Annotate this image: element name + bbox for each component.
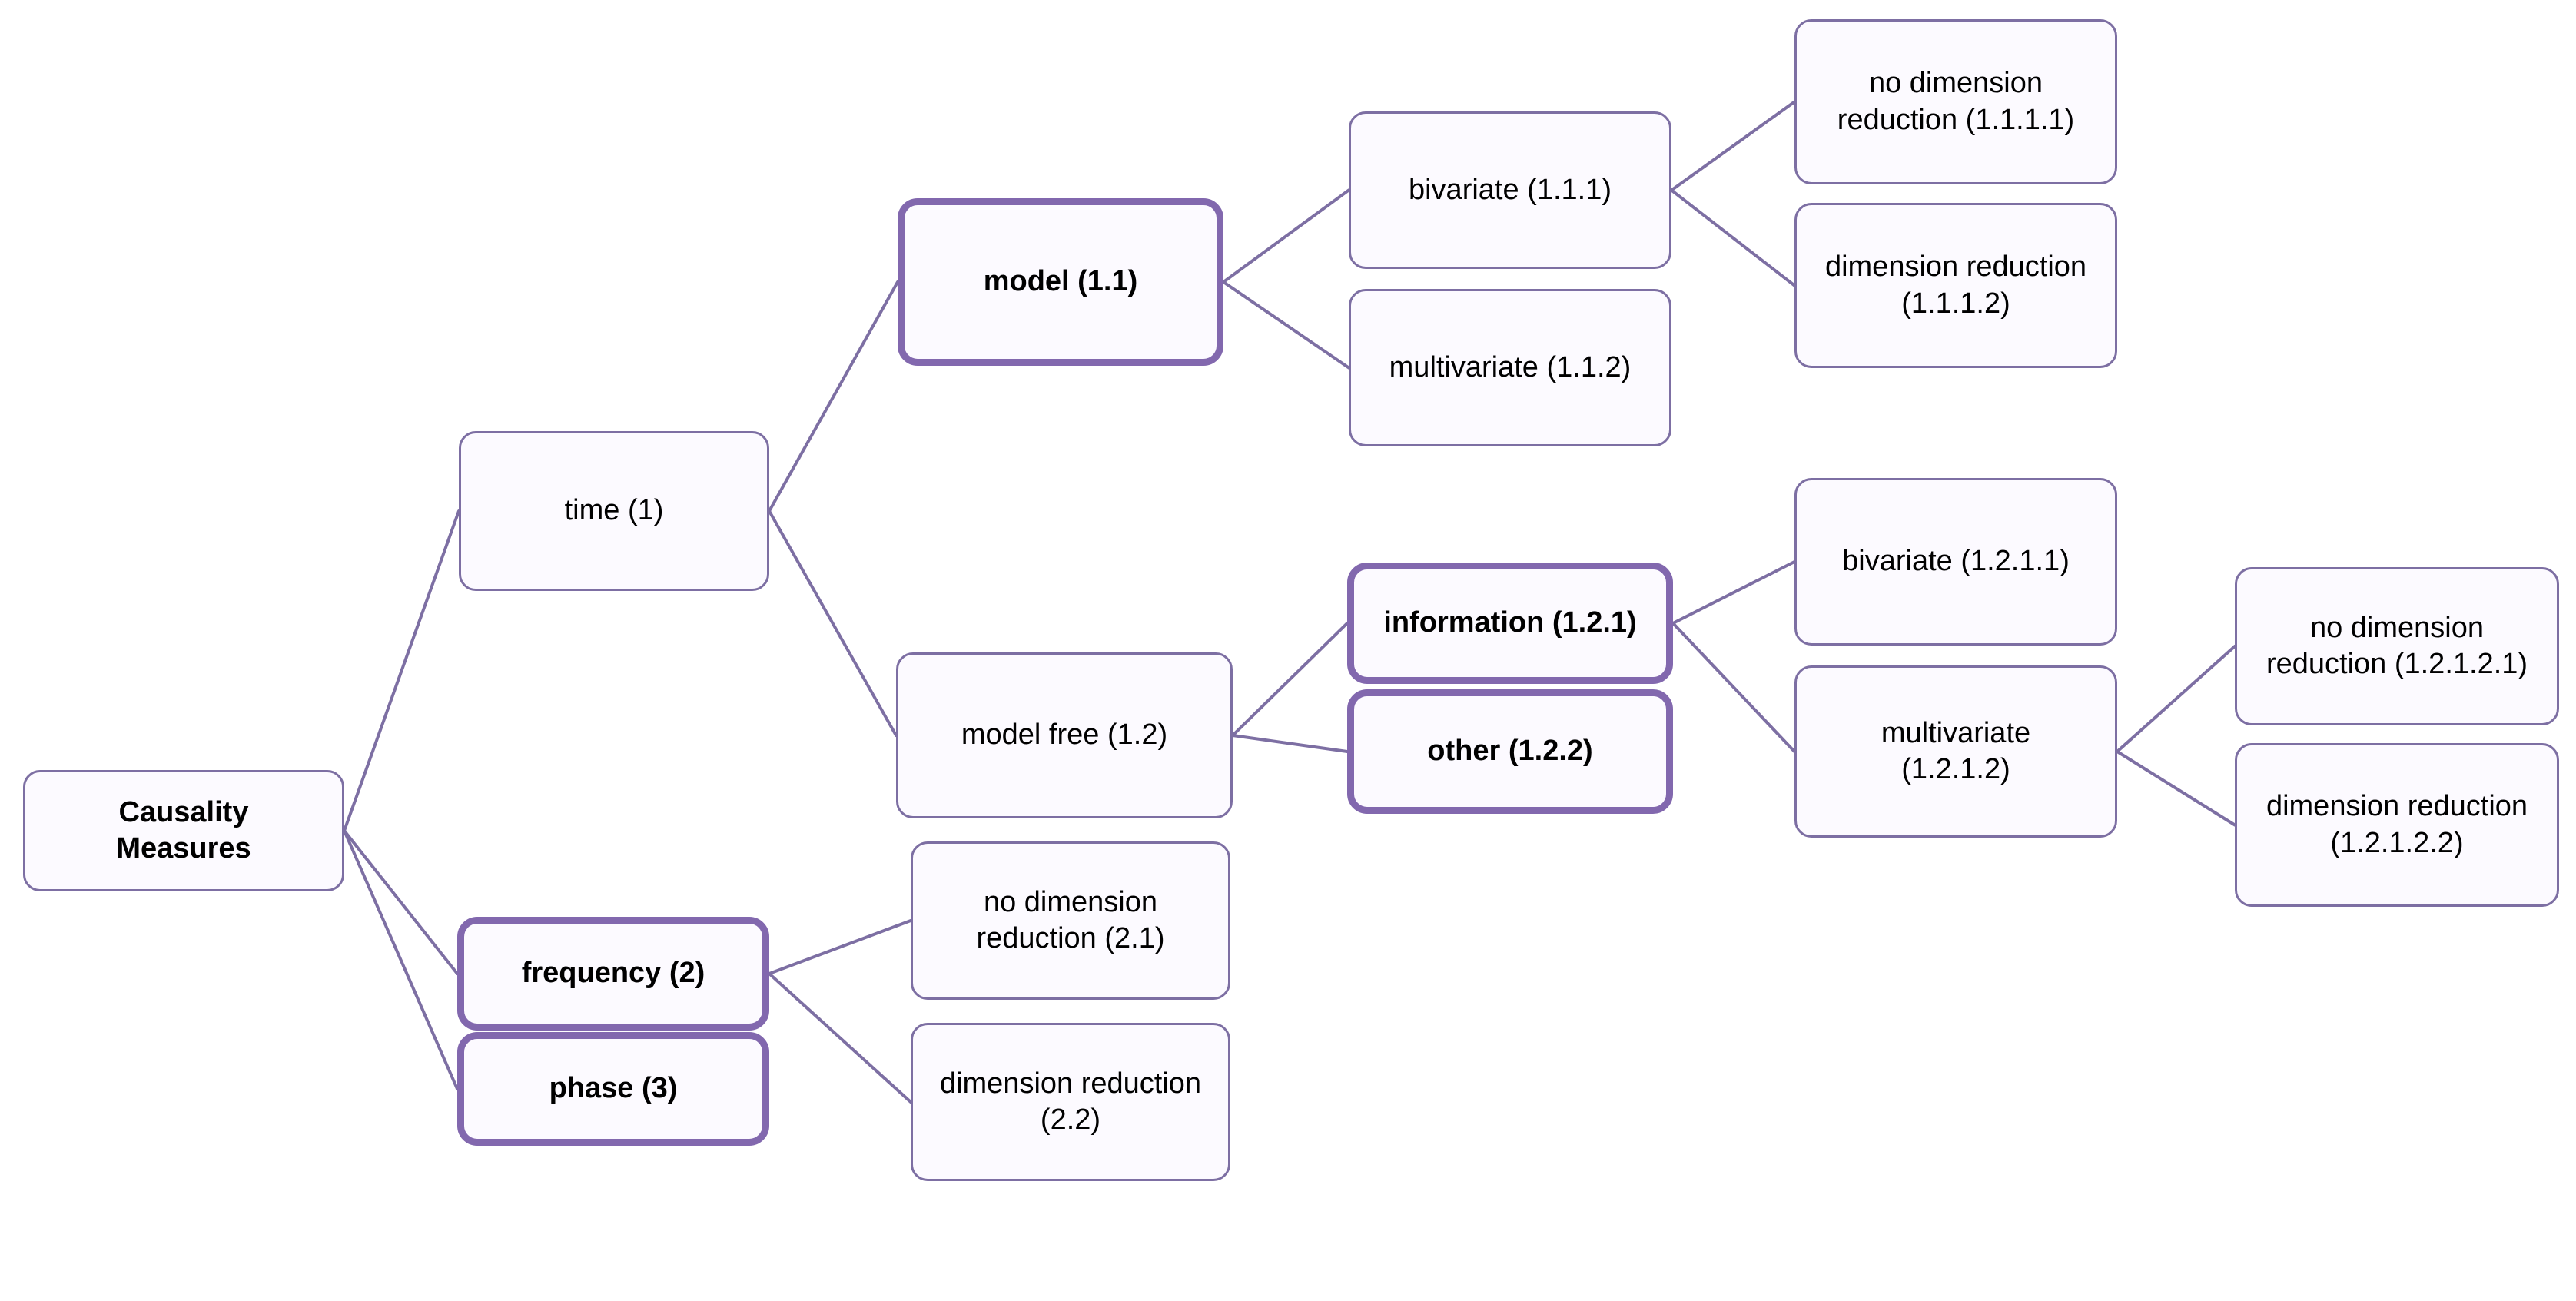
node-multivariate-1-2-1-2[interactable]: multivariate (1.2.1.2) <box>1794 665 2117 838</box>
edge-information-1-2-1-to-bivariate-1-2-1-1 <box>1671 560 1796 625</box>
edge-multivariate-1-2-1-2-to-dim-1-2-1-2-2 <box>2116 750 2236 827</box>
edge-model-to-multivariate-1-1-2 <box>1222 280 1350 370</box>
edge-frequency-to-dim-2-2 <box>768 972 912 1104</box>
edge-bivariate-1-1-1-to-nodim-1-1-1-1 <box>1670 100 1796 192</box>
edge-information-1-2-1-to-multivariate-1-2-1-2 <box>1671 622 1796 753</box>
node-other-1-2-2[interactable]: other (1.2.2) <box>1347 689 1673 814</box>
node-dim-1-1-1-2[interactable]: dimension reduction (1.1.1.2) <box>1794 203 2117 368</box>
node-information-1-2-1[interactable]: information (1.2.1) <box>1347 563 1673 684</box>
node-nodim-2-1[interactable]: no dimension reduction (2.1) <box>911 841 1230 1000</box>
node-model[interactable]: model (1.1) <box>898 198 1223 366</box>
edge-multivariate-1-2-1-2-to-nodim-1-2-1-2-1 <box>2116 645 2236 753</box>
edge-model-free-to-other-1-2-2 <box>1231 734 1349 753</box>
edge-root-to-phase <box>343 829 459 1090</box>
node-frequency[interactable]: frequency (2) <box>457 917 769 1031</box>
edge-root-to-frequency <box>343 829 459 975</box>
node-nodim-1-1-1-1[interactable]: no dimension reduction (1.1.1.1) <box>1794 19 2117 184</box>
edge-model-to-bivariate-1-1-1 <box>1222 188 1350 284</box>
edge-bivariate-1-1-1-to-dim-1-1-1-2 <box>1670 188 1796 287</box>
node-phase[interactable]: phase (3) <box>457 1032 769 1146</box>
node-bivariate-1-2-1-1[interactable]: bivariate (1.2.1.1) <box>1794 478 2117 646</box>
edge-frequency-to-nodim-2-1 <box>768 919 912 975</box>
edge-time-to-model-free <box>768 509 898 737</box>
node-dim-1-2-1-2-2[interactable]: dimension reduction (1.2.1.2.2) <box>2235 743 2559 907</box>
node-bivariate-1-1-1[interactable]: bivariate (1.1.1) <box>1349 111 1671 269</box>
edge-model-free-to-information-1-2-1 <box>1231 622 1349 737</box>
edge-root-to-time <box>343 509 460 832</box>
node-nodim-1-2-1-2-1[interactable]: no dimension reduction (1.2.1.2.1) <box>2235 567 2559 725</box>
node-time[interactable]: time (1) <box>459 431 769 591</box>
node-model-free[interactable]: model free (1.2) <box>896 652 1233 818</box>
node-root[interactable]: Causality Measures <box>23 770 344 891</box>
node-dim-2-2[interactable]: dimension reduction (2.2) <box>911 1023 1230 1181</box>
edge-time-to-model <box>768 280 899 513</box>
node-multivariate-1-1-2[interactable]: multivariate (1.1.2) <box>1349 289 1671 446</box>
